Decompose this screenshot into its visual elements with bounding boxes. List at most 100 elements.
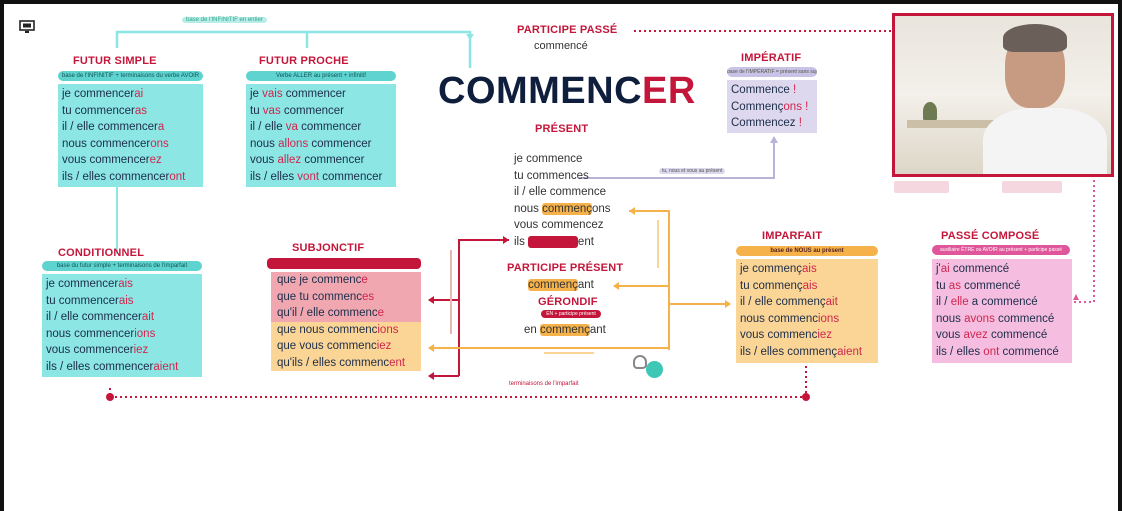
futur-simple-row: il / elle commencera (62, 119, 199, 136)
passe-compose-row-aux: elle (950, 296, 969, 308)
futur-simple-row-stem: tu commencer (62, 104, 135, 117)
futur-proche-title: FUTUR PROCHE (259, 55, 349, 67)
webcam-person-body (983, 108, 1107, 174)
imparfait-row-ending: ais (802, 263, 817, 275)
futur-simple-row-ending: ez (149, 154, 162, 166)
conditionnel-row-stem: tu commencer (46, 294, 119, 307)
subjonctif-row-stem: que vous commenc (277, 340, 377, 352)
subjonctif-row: que vous commenciez (271, 338, 421, 355)
subjonctif-row-stem: que tu commenc (277, 290, 363, 303)
subjonctif-row-ending: e (377, 307, 385, 319)
conditionnel-row-stem: ils / elles commencer (46, 360, 154, 373)
gerondif-value: en commençant (524, 322, 606, 339)
connector-lines (106, 30, 1095, 401)
futur-simple-subtitle: base de l'INFINITIF + terminaisons du ve… (58, 71, 203, 81)
conditionnel-row: je commencerais (46, 276, 198, 293)
webcam-footer-label-left (894, 181, 949, 193)
present-row: il / elle commence (514, 186, 607, 198)
passe-compose-row-post: a commencé (968, 296, 1038, 308)
passe-compose-row-pre: j' (936, 263, 941, 275)
imparfait-subtitle: base de NOUS au présent (736, 246, 878, 256)
participe-present-value: commençant (528, 277, 594, 294)
imparfait-row-stem: nous commenc (740, 312, 818, 325)
futur-proche-row-aux: va (285, 121, 298, 133)
futur-proche-row-pre: ils / elles (250, 170, 298, 183)
futur-simple-row-stem: il / elle commencer (62, 121, 158, 133)
conditionnel-row: il / elle commencerait (46, 309, 198, 326)
conditionnel-row-ending: ait (141, 311, 155, 323)
futur-proche-row-pre: tu (250, 104, 263, 117)
futur-proche-row-aux: vais (262, 88, 283, 100)
conditionnel-row-ending: ais (118, 278, 133, 290)
subjonctif-row-ending: iez (376, 340, 392, 352)
webcam-shelf (907, 120, 1007, 128)
imparfait-row-ending: iez (817, 329, 833, 341)
futur-proche-row-aux: allez (277, 154, 302, 166)
futur-proche-row-post: commencer (297, 121, 362, 133)
imparfait-row: vous commenciez (740, 327, 874, 344)
page-title: COMMENCER (438, 70, 696, 113)
present-nous-pre: nous (514, 202, 543, 215)
passe-compose-row-aux: ont (983, 345, 1000, 358)
futur-simple-row: je commencerai (62, 86, 199, 103)
screen-share-icon[interactable] (19, 20, 35, 34)
futur-simple-row: vous commencerez (62, 152, 199, 169)
terminaisons-label: terminaisons de l'imparfait (509, 381, 579, 387)
present-title: PRÉSENT (535, 123, 589, 135)
participe-present-ending: ant (577, 279, 594, 291)
futur-simple-row-stem: ils / elles commencer (62, 170, 170, 183)
futur-proche-row: ils / elles vont commencer (250, 169, 392, 186)
gerondif-prefix: en (524, 324, 540, 336)
futur-proche-row-pre: je (250, 88, 263, 100)
futur-proche-row: tu vas commencer (250, 103, 392, 120)
participe-passe-value: commencé (534, 40, 588, 52)
imperatif-row-stem: Commence (731, 84, 790, 96)
subjonctif-header-bar (267, 258, 421, 269)
futur-proche-row-post: commencer (308, 137, 372, 150)
passe-compose-row-aux: avons (964, 312, 995, 325)
present-row-nous: nous commençons (514, 201, 636, 218)
conditionnel-row-stem: il / elle commencer (46, 311, 142, 323)
present-row-ils: ils commencent (514, 234, 636, 251)
passe-compose-row: vous avez commencé (936, 327, 1068, 344)
present-ils-stem: commenc (528, 235, 578, 248)
top-link-label: base de l'INFINITIF en entier (182, 17, 267, 23)
subjonctif-row: qu'il / elle commence (271, 305, 421, 322)
participe-passe-title: PARTICIPE PASSÉ (517, 24, 618, 36)
futur-proche-row-post: commencer (282, 88, 346, 100)
conditionnel-row-ending: iez (133, 344, 149, 356)
present-nous-stem: commenç (542, 202, 592, 215)
conditionnel-title: CONDITIONNEL (58, 247, 145, 259)
imperatif-row-ending: ons ! (783, 100, 809, 113)
futur-proche-row: nous allons commencer (250, 136, 392, 153)
webcam-overlay[interactable] (892, 13, 1114, 177)
subjonctif-row: que tu commences (271, 288, 421, 305)
passe-compose-row: ils / elles ont commencé (936, 344, 1068, 361)
futur-proche-subtitle: Verbe ALLER au présent + infinitif (246, 71, 396, 81)
futur-simple-row-stem: vous commencer (62, 154, 150, 166)
futur-proche-row-pre: nous (250, 137, 279, 150)
pointer-dot-icon (646, 361, 663, 378)
title-stem: COMMENC (438, 70, 643, 112)
imperatif-row: Commence ! (731, 82, 813, 99)
futur-simple-row: tu commenceras (62, 103, 199, 120)
futur-simple-row-ending: ont (169, 170, 186, 183)
imparfait-row-ending: ions (817, 312, 840, 325)
futur-proche-row-post: commencer (280, 104, 344, 117)
conditionnel-subtitle: base du futur simple + terminaisons de l… (42, 261, 202, 271)
imperatif-row-stem: Commenç (731, 100, 784, 113)
futur-simple-row-ending: as (134, 104, 148, 117)
futur-proche-row: il / elle va commencer (250, 119, 392, 136)
imparfait-row-stem: ils / elles commenç (740, 345, 838, 358)
futur-proche-row-post: commencer (301, 154, 365, 166)
present-row: tu commences (514, 169, 589, 182)
imparfait-row: ils / elles commençaient (740, 344, 874, 361)
conditionnel-row-stem: nous commencer (46, 327, 135, 340)
passe-compose-row-aux: ai (940, 263, 950, 275)
conditionnel-row-ending: aient (153, 360, 179, 373)
passe-compose-row: nous avons commencé (936, 311, 1068, 328)
